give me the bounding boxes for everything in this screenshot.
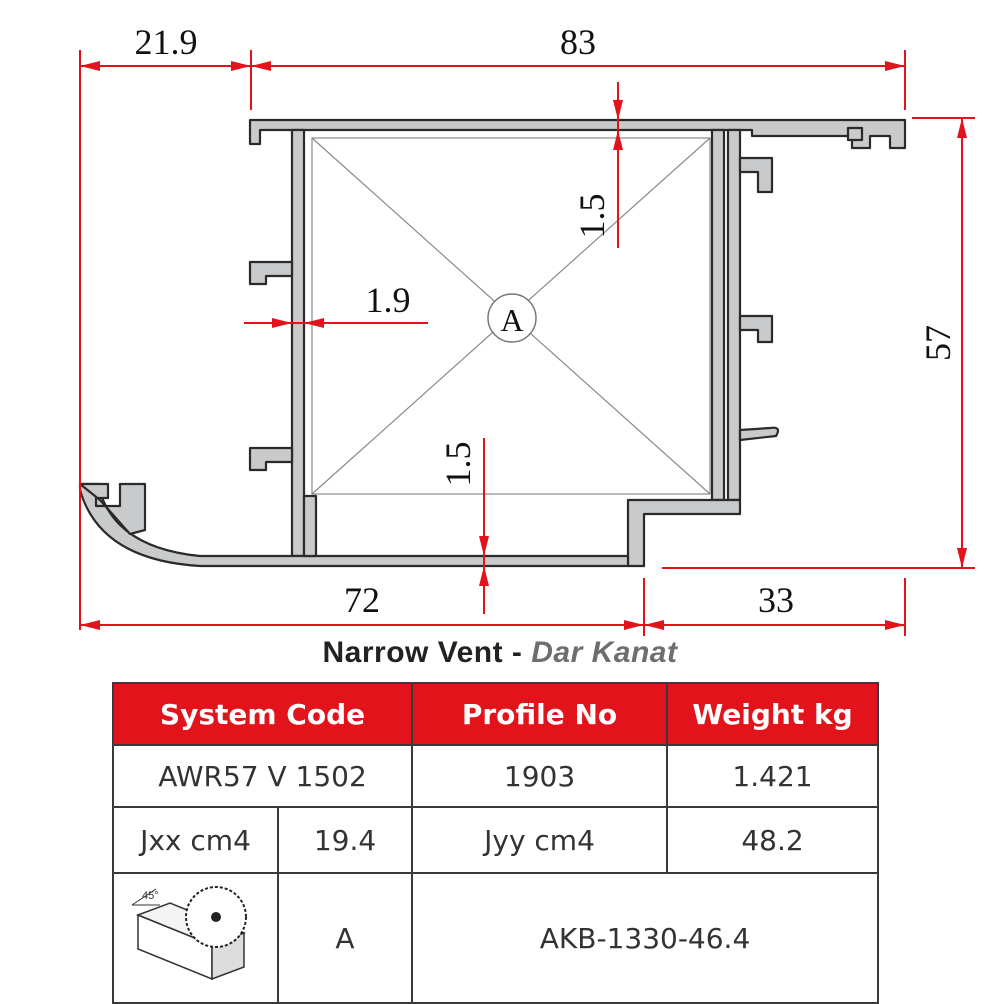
dim-wall-top-text: 1.5 <box>572 194 612 239</box>
dim-top-left-text: 21.9 <box>135 22 198 62</box>
cut-angle-text: 45° <box>142 890 159 902</box>
header-weight: Weight kg <box>666 682 880 746</box>
saw-cut-cell: 45° <box>112 872 279 1004</box>
dim-bottom-right-text: 33 <box>758 580 794 620</box>
dim-top-total-text: 83 <box>560 22 596 62</box>
accessory-code: AKB-1330-46.4 <box>411 872 880 1004</box>
dim-right-height-text: 57 <box>918 325 958 361</box>
dimension-right-height: 57 <box>662 117 975 569</box>
spec-table: System Code Profile No Weight kg AWR57 V… <box>111 682 880 1004</box>
jyy-label: Jyy cm4 <box>411 806 669 874</box>
jxx-value: 19.4 <box>276 806 414 874</box>
title-sub: Dar Kanat <box>531 636 678 669</box>
aluminium-profile-section <box>78 118 907 568</box>
profile-drawing: A 21.9 83 57 1.5 1.9 <box>78 22 975 636</box>
cavity-label: A <box>500 302 523 338</box>
dim-bottom-left-text: 72 <box>344 580 380 620</box>
system-code-value: AWR57 V 1502 <box>111 744 414 808</box>
saw-cut-icon: 45° <box>131 885 247 980</box>
jxx-label: Jxx cm4 <box>112 806 279 874</box>
dimension-top-total: 83 <box>251 22 906 110</box>
dimension-wall-bottom: 1.5 <box>438 438 489 614</box>
header-profile-no: Profile No <box>411 682 669 746</box>
cavity-outline: A <box>311 137 711 495</box>
dim-wall-bottom-text: 1.5 <box>438 442 478 487</box>
dimension-wall-left: 1.9 <box>244 280 428 328</box>
jyy-value: 48.2 <box>666 806 880 874</box>
title-separator: - <box>503 636 532 669</box>
cavity-code: A <box>276 872 414 1004</box>
dim-wall-left-text: 1.9 <box>366 280 411 320</box>
profile-no-value: 1903 <box>411 744 669 808</box>
title-main: Narrow Vent <box>322 636 504 669</box>
weight-value: 1.421 <box>666 744 880 808</box>
dimension-wall-top: 1.5 <box>572 82 623 248</box>
header-system-code: System Code <box>111 682 414 746</box>
dimension-bottom: 72 33 <box>80 578 906 636</box>
dimension-top-left: 21.9 <box>79 22 252 630</box>
profile-title: Narrow Vent - Dar Kanat <box>0 636 1000 670</box>
